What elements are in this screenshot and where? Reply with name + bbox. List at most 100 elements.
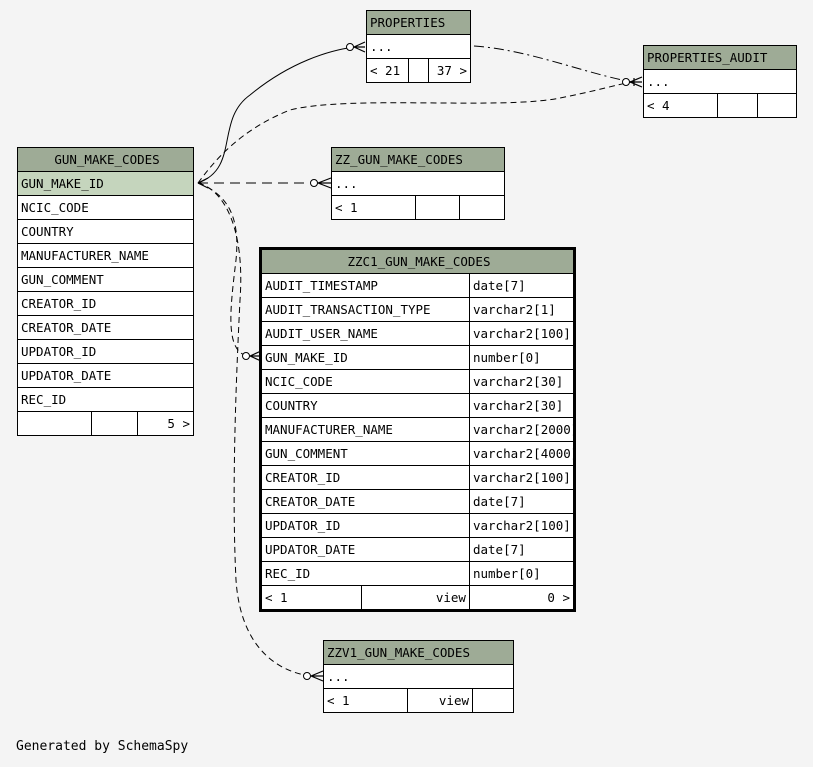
- nav-blank: [408, 58, 429, 83]
- column-name[interactable]: NCIC_CODE: [260, 369, 470, 394]
- column-rec-id[interactable]: REC_ID: [17, 387, 194, 412]
- table-title[interactable]: ZZ_GUN_MAKE_CODES: [331, 147, 505, 172]
- nav-children[interactable]: 5 >: [137, 411, 194, 436]
- table-row: ...: [323, 664, 514, 689]
- column-type: varchar2[4000]: [468, 441, 576, 466]
- column-type: date[7]: [468, 537, 576, 562]
- nav-parents[interactable]: < 1: [331, 195, 416, 220]
- nav-blank: [459, 195, 505, 220]
- column-type: number[0]: [468, 561, 576, 586]
- column-type: varchar2[100]: [468, 321, 576, 346]
- column-type: date[7]: [468, 273, 576, 298]
- link-gun-make-codes-zzc1: [197, 182, 248, 357]
- optional-circle: [303, 672, 311, 680]
- column-type: varchar2[100]: [468, 465, 576, 490]
- nav-blank: [757, 93, 797, 118]
- column-name[interactable]: AUDIT_TIMESTAMP: [260, 273, 470, 298]
- column-name[interactable]: UPDATOR_ID: [260, 513, 470, 538]
- column-updator-id[interactable]: UPDATOR_ID: [17, 339, 194, 364]
- link-gun-make-codes-properties: [197, 46, 356, 184]
- column-country[interactable]: COUNTRY: [17, 219, 194, 244]
- link-properties-properties-audit: [473, 45, 633, 83]
- link-gun-make-codes-zzv1: [197, 182, 311, 677]
- table-title[interactable]: PROPERTIES_AUDIT: [643, 45, 797, 70]
- optional-circle: [242, 352, 250, 360]
- column-name[interactable]: COUNTRY: [260, 393, 470, 418]
- nav-parents[interactable]: < 1: [323, 688, 408, 713]
- column-name[interactable]: UPDATOR_DATE: [260, 537, 470, 562]
- column-name[interactable]: CREATOR_ID: [260, 465, 470, 490]
- table-title[interactable]: ZZV1_GUN_MAKE_CODES: [323, 640, 514, 665]
- optional-circle: [622, 78, 630, 86]
- crows-foot: [197, 177, 209, 189]
- nav-blank: [717, 93, 758, 118]
- column-creator-date[interactable]: CREATOR_DATE: [17, 315, 194, 340]
- nav-parents[interactable]: < 21: [366, 58, 409, 83]
- column-updator-date[interactable]: UPDATOR_DATE: [17, 363, 194, 388]
- table-row: ...: [331, 171, 505, 196]
- nav-blank: [91, 411, 138, 436]
- optional-circle: [346, 43, 354, 51]
- generated-by-footer: Generated by SchemaSpy: [16, 739, 189, 754]
- many-foot: [317, 177, 332, 189]
- column-type: varchar2[2000]: [468, 417, 576, 442]
- nav-children[interactable]: 0 >: [468, 585, 576, 611]
- table-title[interactable]: GUN_MAKE_CODES: [17, 147, 194, 172]
- table-gun-make-codes[interactable]: GUN_MAKE_CODES GUN_MAKE_ID NCIC_CODE COU…: [17, 147, 194, 436]
- nav-blank: [472, 688, 514, 713]
- column-name[interactable]: GUN_MAKE_ID: [260, 345, 470, 370]
- column-type: varchar2[30]: [468, 393, 576, 418]
- column-name[interactable]: AUDIT_USER_NAME: [260, 321, 470, 346]
- column-ncic-code[interactable]: NCIC_CODE: [17, 195, 194, 220]
- column-type: number[0]: [468, 345, 576, 370]
- nav-children[interactable]: 37 >: [428, 58, 471, 83]
- table-zz-gun-make-codes[interactable]: ZZ_GUN_MAKE_CODES ... < 1: [331, 147, 505, 220]
- column-gun-comment[interactable]: GUN_COMMENT: [17, 267, 194, 292]
- column-name[interactable]: MANUFACTURER_NAME: [260, 417, 470, 442]
- many-foot: [310, 670, 324, 682]
- column-name[interactable]: GUN_COMMENT: [260, 441, 470, 466]
- column-creator-id[interactable]: CREATOR_ID: [17, 291, 194, 316]
- table-properties-audit[interactable]: PROPERTIES_AUDIT ... < 4: [643, 45, 797, 118]
- table-title[interactable]: PROPERTIES: [366, 10, 471, 35]
- nav-parents[interactable]: < 1: [260, 585, 362, 611]
- nav-blank: [17, 411, 92, 436]
- nav-parents[interactable]: < 4: [643, 93, 718, 118]
- column-type: varchar2[1]: [468, 297, 576, 322]
- table-zzv1-gun-make-codes[interactable]: ZZV1_GUN_MAKE_CODES ... < 1 view: [323, 640, 514, 713]
- column-name[interactable]: CREATOR_DATE: [260, 489, 470, 514]
- many-foot: [629, 76, 643, 88]
- table-row: ...: [643, 69, 797, 94]
- column-name[interactable]: AUDIT_TRANSACTION_TYPE: [260, 297, 470, 322]
- table-properties[interactable]: PROPERTIES ... < 21 37 >: [366, 10, 471, 83]
- table-row: ...: [366, 34, 471, 59]
- column-name[interactable]: REC_ID: [260, 561, 470, 586]
- column-gun-make-id[interactable]: GUN_MAKE_ID: [17, 171, 194, 196]
- column-type: varchar2[30]: [468, 369, 576, 394]
- column-type: varchar2[100]: [468, 513, 576, 538]
- nav-view[interactable]: view: [407, 688, 473, 713]
- link-gun-make-codes-properties-audit: [197, 81, 633, 184]
- column-manufacturer-name[interactable]: MANUFACTURER_NAME: [17, 243, 194, 268]
- many-foot: [353, 41, 366, 53]
- nav-view[interactable]: view: [360, 585, 470, 611]
- table-title[interactable]: ZZC1_GUN_MAKE_CODES: [260, 248, 575, 274]
- optional-circle: [310, 179, 318, 187]
- nav-blank: [415, 195, 460, 220]
- column-type: date[7]: [468, 489, 576, 514]
